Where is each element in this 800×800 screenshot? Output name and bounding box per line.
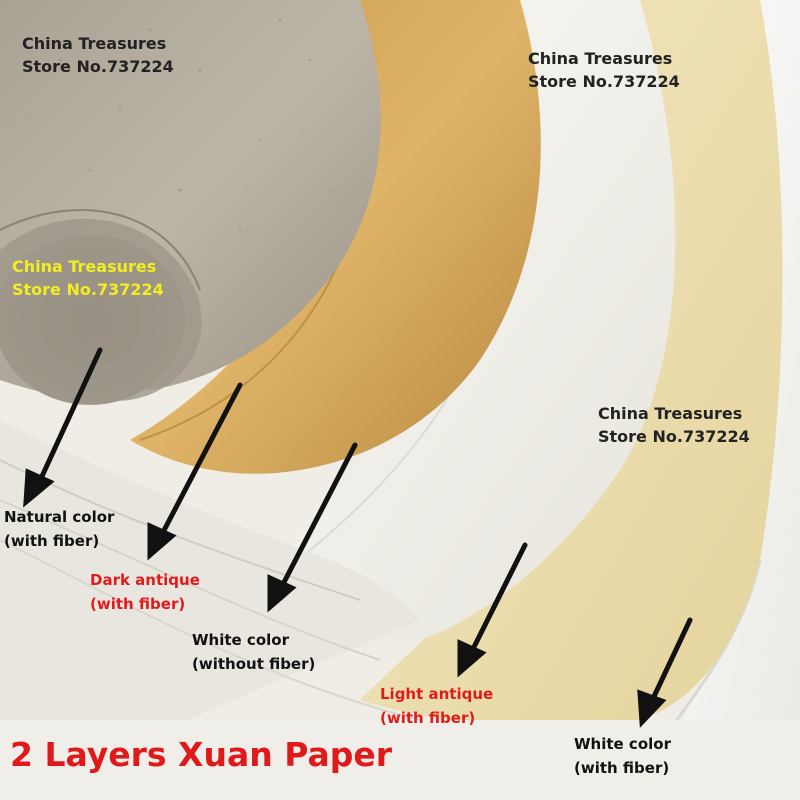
label-dark-antique-line2: (with fiber) <box>90 595 186 613</box>
label-light-antique: Light antique (with fiber) <box>380 682 493 730</box>
watermark-4-line2: Store No.737224 <box>598 427 750 446</box>
watermark-2: China Treasures Store No.737224 <box>528 47 680 93</box>
watermark-4-line1: China Treasures <box>598 404 743 423</box>
label-white-line1: White color <box>192 631 289 649</box>
label-natural-line2: (with fiber) <box>4 532 100 550</box>
watermark-2-line2: Store No.737224 <box>528 72 680 91</box>
label-light-antique-line1: Light antique <box>380 685 494 703</box>
label-dark-antique: Dark antique (with fiber) <box>90 568 200 616</box>
label-dark-antique-line1: Dark antique <box>90 571 200 589</box>
pointer-arrows <box>23 347 693 728</box>
label-white-line2: (without fiber) <box>192 655 316 673</box>
watermark-2-line1: China Treasures <box>528 49 673 68</box>
watermark-3-line2: Store No.737224 <box>12 280 164 299</box>
label-natural-line1: Natural color <box>4 508 115 526</box>
watermark-1: China Treasures Store No.737224 <box>22 32 174 78</box>
watermark-3-line1: China Treasures <box>12 257 157 276</box>
label-white-fiber: White color (with fiber) <box>574 732 671 780</box>
watermark-1-line2: Store No.737224 <box>22 57 174 76</box>
light-antique-sheet <box>360 0 783 729</box>
product-title: 2 Layers Xuan Paper <box>10 735 393 774</box>
label-light-antique-line2: (with fiber) <box>380 709 476 727</box>
label-white-fiber-line2: (with fiber) <box>574 759 670 777</box>
watermark-3: China Treasures Store No.737224 <box>12 255 164 301</box>
label-natural-color: Natural color (with fiber) <box>4 505 114 553</box>
label-white-fiber-line1: White color <box>574 735 671 753</box>
label-white-color: White color (without fiber) <box>192 628 315 676</box>
watermark-4: China Treasures Store No.737224 <box>598 402 750 448</box>
watermark-1-line1: China Treasures <box>22 34 167 53</box>
